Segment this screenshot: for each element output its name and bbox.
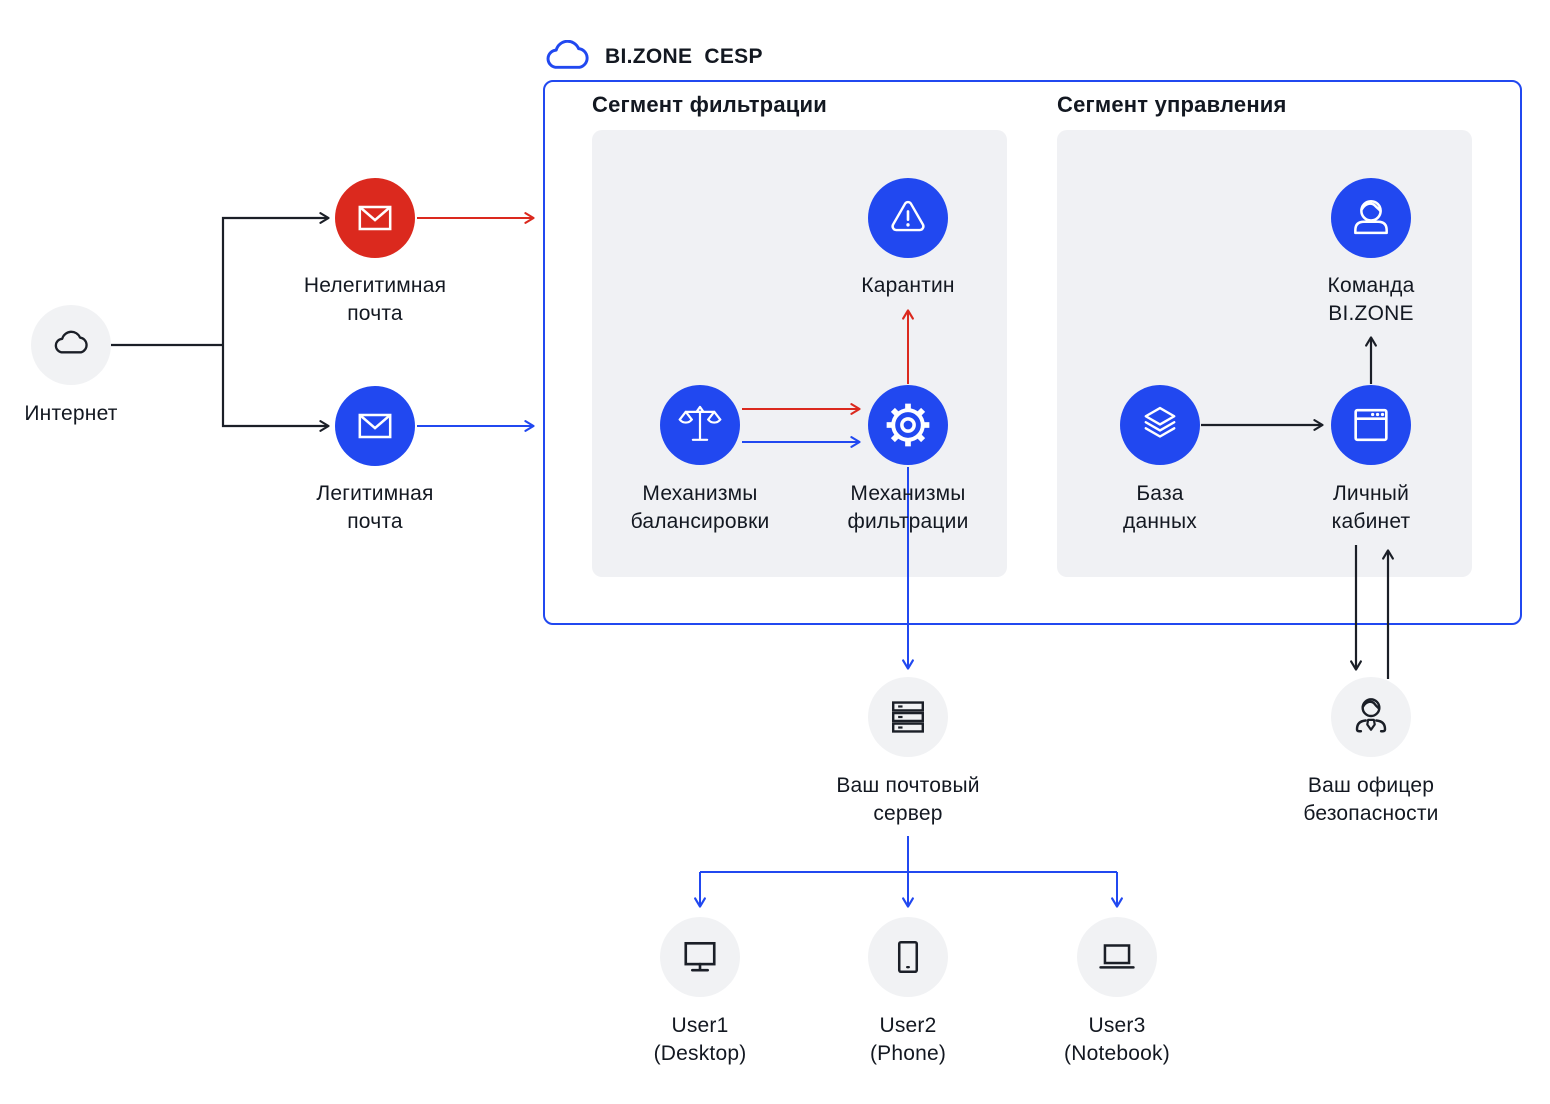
cesp-title: BI.ZONE CESP <box>605 44 763 68</box>
warning-triangle-icon <box>891 200 925 232</box>
legitimate-mail-label: Легитимная почта <box>316 482 434 533</box>
illegitimate-mail-label: Нелегитимная почта <box>303 274 447 325</box>
node-illegitimate-mail <box>335 178 415 258</box>
phone-icon <box>897 940 919 974</box>
database-label: База данных <box>1123 482 1197 533</box>
node-cabinet <box>1331 385 1411 465</box>
node-user2 <box>868 917 948 997</box>
scales-icon <box>678 405 722 441</box>
filtering-label: Механизмы фильтрации <box>847 482 969 533</box>
gear-icon <box>886 403 930 447</box>
balancing-label: Механизмы балансировки <box>630 482 770 533</box>
node-internet <box>31 305 111 385</box>
node-user3 <box>1077 917 1157 997</box>
node-filtering <box>868 385 948 465</box>
cabinet-label: Личный кабинет <box>1331 482 1411 533</box>
cesp-boundary-box <box>543 80 1522 625</box>
mail-server-label: Ваш почтовый сервер <box>836 774 980 825</box>
node-security-officer <box>1331 677 1411 757</box>
user2-label: User2 (Phone) <box>869 1014 947 1065</box>
management-segment-title: Сегмент управления <box>1057 92 1287 117</box>
node-balancing <box>660 385 740 465</box>
quarantine-label: Карантин <box>861 274 955 297</box>
node-quarantine <box>868 178 948 258</box>
user3-label: User3 (Notebook) <box>1064 1014 1170 1065</box>
node-legitimate-mail <box>335 386 415 466</box>
arrow-junction-to-legitimate <box>221 345 330 432</box>
internet-label: Интернет <box>24 402 118 425</box>
laptop-icon <box>1099 944 1135 969</box>
officer-icon <box>1355 698 1387 733</box>
cloud-icon <box>546 40 589 69</box>
arrow-junction-to-illegitimate <box>221 212 330 345</box>
node-database <box>1120 385 1200 465</box>
node-user1 <box>660 917 740 997</box>
security-officer-label: Ваш офицер безопасности <box>1303 774 1439 825</box>
desktop-icon <box>684 941 716 972</box>
filtering-segment-title: Сегмент фильтрации <box>592 92 827 117</box>
browser-window-icon <box>1354 408 1388 442</box>
team-label: Команда BI.ZONE <box>1327 274 1415 325</box>
envelope-icon <box>358 205 392 231</box>
node-team <box>1331 178 1411 258</box>
cesp-header: BI.ZONE CESP <box>543 40 763 73</box>
node-mail-server <box>868 677 948 757</box>
layers-icon <box>1144 406 1176 438</box>
user1-label: User1 (Desktop) <box>653 1014 747 1065</box>
cloud-icon <box>54 330 88 354</box>
envelope-icon <box>358 413 392 439</box>
server-icon <box>892 701 924 733</box>
person-icon <box>1354 199 1388 235</box>
